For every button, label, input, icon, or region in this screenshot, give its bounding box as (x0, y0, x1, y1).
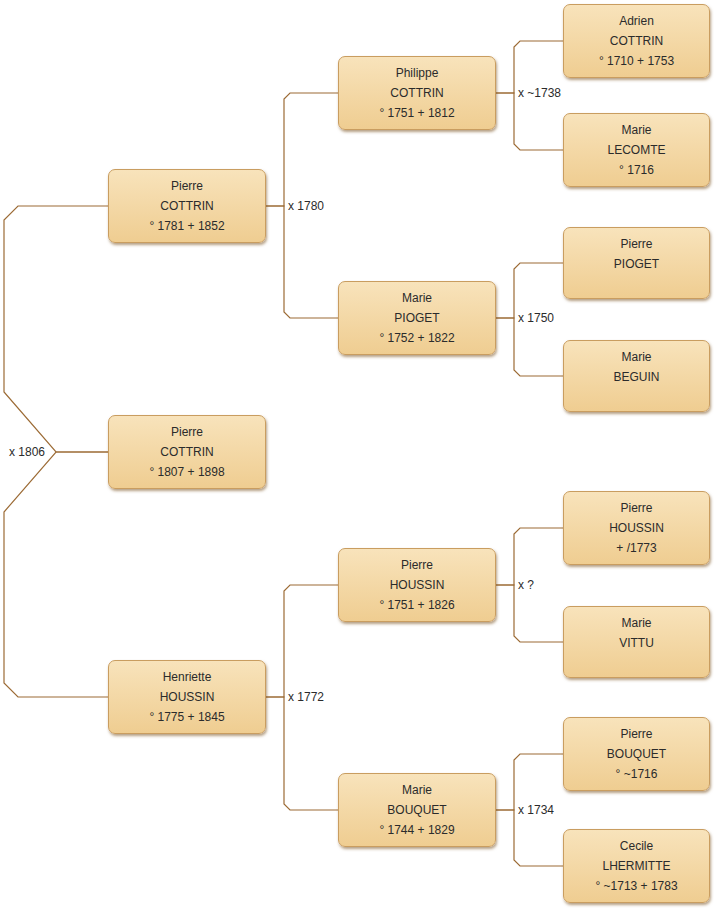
person-line: BEGUIN (568, 367, 705, 387)
person-line: Marie (568, 613, 705, 633)
person-line: ° 1781 + 1852 (113, 216, 261, 236)
marriage-label: x 1750 (517, 310, 555, 326)
ancestor-box: PierreHOUSSIN° 1751 + 1826 (338, 548, 496, 622)
person-line: ° 1751 + 1826 (343, 595, 491, 615)
ancestor-box: PierreBOUQUET° ~1716 (563, 717, 710, 791)
ancestor-box: MarieVITTU (563, 606, 710, 678)
person-line: HOUSSIN (343, 575, 491, 595)
person-line: Pierre (568, 724, 705, 744)
lineage-connector (4, 206, 108, 452)
person-line: ° 1752 + 1822 (343, 328, 491, 348)
person-line: Pierre (113, 176, 261, 196)
person-line: + /1773 (568, 538, 705, 558)
ancestor-box: PierrePIOGET (563, 227, 710, 299)
ancestor-box: PierreCOTTRIN° 1781 + 1852 (108, 169, 266, 243)
person-line: LHERMITTE (568, 856, 705, 876)
person-line: COTTRIN (343, 83, 491, 103)
lineage-connector (266, 93, 338, 206)
person-line: Marie (343, 288, 491, 308)
person-line: ° 1744 + 1829 (343, 820, 491, 840)
person-line: Adrien (568, 11, 705, 31)
person-line: LECOMTE (568, 140, 705, 160)
ancestor-box: MarieLECOMTE° 1716 (563, 113, 710, 187)
marriage-label: x 1772 (287, 689, 325, 705)
ancestor-box: MariePIOGET° 1752 + 1822 (338, 281, 496, 355)
person-line: PIOGET (343, 308, 491, 328)
person-line: Pierre (113, 422, 261, 442)
person-line: Marie (568, 347, 705, 367)
ancestor-box: CecileLHERMITTE° ~1713 + 1783 (563, 829, 710, 903)
person-line: Pierre (343, 555, 491, 575)
marriage-label: x 1806 (8, 444, 46, 460)
lineage-connector (4, 452, 108, 697)
ancestor-box: HenrietteHOUSSIN° 1775 + 1845 (108, 660, 266, 734)
lineage-connector (496, 93, 563, 150)
person-line: COTTRIN (113, 196, 261, 216)
person-line: ° 1807 + 1898 (113, 462, 261, 482)
lineage-connector (496, 810, 563, 866)
person-line: ° 1716 (568, 160, 705, 180)
person-line: ° 1775 + 1845 (113, 707, 261, 727)
person-line: VITTU (568, 633, 705, 653)
person-line: Pierre (568, 498, 705, 518)
lineage-connector (496, 318, 563, 376)
marriage-label: x ~1738 (517, 85, 562, 101)
lineage-connector (266, 206, 338, 318)
ancestor-box: AdrienCOTTRIN° 1710 + 1753 (563, 4, 710, 78)
person-line: ° ~1713 + 1783 (568, 876, 705, 896)
person-line: BOUQUET (568, 744, 705, 764)
person-line: Henriette (113, 667, 261, 687)
person-line: HOUSSIN (113, 687, 261, 707)
lineage-connector (266, 585, 338, 697)
person-line: COTTRIN (568, 31, 705, 51)
person-line: ° ~1716 (568, 764, 705, 784)
ancestor-box: MarieBOUQUET° 1744 + 1829 (338, 773, 496, 847)
person-line: ° 1710 + 1753 (568, 51, 705, 71)
marriage-label: x ? (517, 577, 535, 593)
marriage-label: x 1734 (517, 802, 555, 818)
person-line: BOUQUET (343, 800, 491, 820)
person-line: Marie (343, 780, 491, 800)
person-line: HOUSSIN (568, 518, 705, 538)
ancestor-box: PierreCOTTRIN° 1807 + 1898 (108, 415, 266, 489)
marriage-label: x 1780 (287, 198, 325, 214)
ancestor-box: MarieBEGUIN (563, 340, 710, 412)
person-line: Philippe (343, 63, 491, 83)
person-line: COTTRIN (113, 442, 261, 462)
lineage-connector (266, 697, 338, 810)
lineage-connector (496, 585, 563, 642)
person-line: Cecile (568, 836, 705, 856)
person-line: ° 1751 + 1812 (343, 103, 491, 123)
person-line: Pierre (568, 234, 705, 254)
ancestor-box: PhilippeCOTTRIN° 1751 + 1812 (338, 56, 496, 130)
person-line: PIOGET (568, 254, 705, 274)
person-line: Marie (568, 120, 705, 140)
ancestor-box: PierreHOUSSIN+ /1773 (563, 491, 710, 565)
